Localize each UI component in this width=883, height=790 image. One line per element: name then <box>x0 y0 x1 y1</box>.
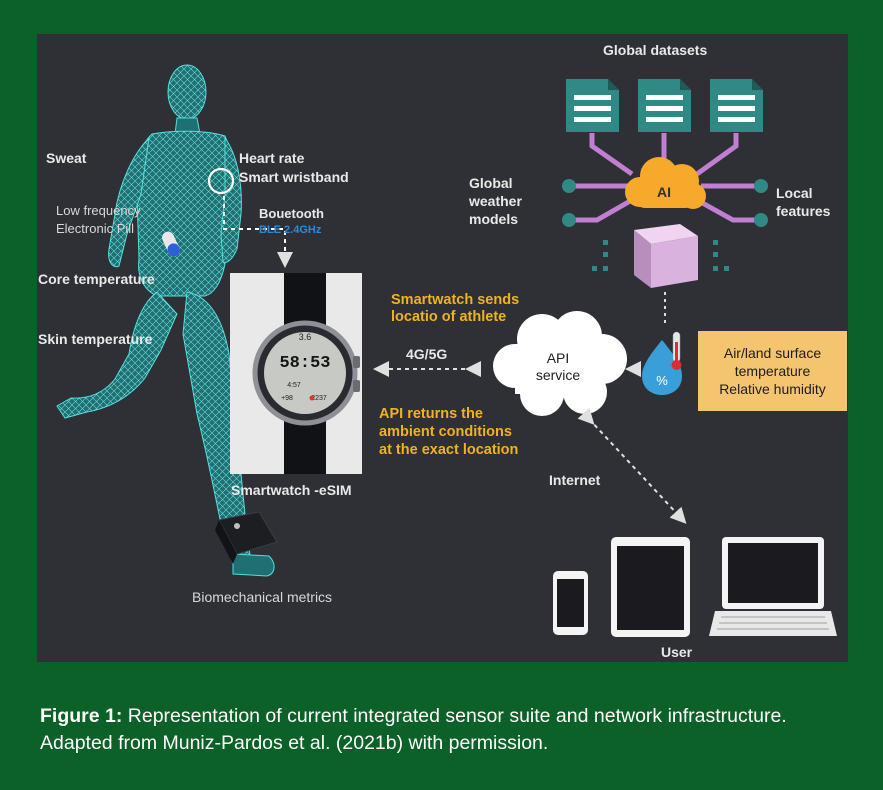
label-electronic-pill: Electronic Pill <box>56 221 135 236</box>
watch-value-3: 2237 <box>311 395 327 402</box>
foot-sensor-icon <box>215 511 278 564</box>
caption-text: Representation of current integrated sen… <box>40 705 787 754</box>
label-global-weather-models: Global weather models <box>469 175 522 227</box>
watch-value-1: 4:57 <box>287 382 301 389</box>
env-line-1: Air/land surface <box>723 345 822 361</box>
tablet-icon <box>611 537 690 637</box>
watch-value-2: +98 <box>281 395 293 402</box>
dataset-file-icon-3 <box>710 79 763 132</box>
electronic-pill-icon <box>162 231 180 257</box>
env-line-2: temperature <box>734 363 811 379</box>
label-ble: BLE 2.4GHz <box>259 224 322 236</box>
label-smartwatch-esim: Smartwatch -eSIM <box>231 482 352 498</box>
label-core-temperature: Core temperature <box>38 271 155 287</box>
api-cloud <box>493 311 627 416</box>
label-heart-rate: Heart rate <box>239 150 305 166</box>
dataset-file-icon-1 <box>566 79 619 132</box>
label-api-service: API service <box>535 350 581 383</box>
data-cube-icon <box>634 224 698 288</box>
diagram-panel: 3.6 58:53 4:57 +98 2237 <box>37 34 848 662</box>
internet-arrow <box>577 407 687 524</box>
circuit-lines <box>575 133 755 223</box>
label-user: User <box>661 644 693 660</box>
ai-cloud-icon <box>625 157 706 209</box>
label-global-datasets: Global datasets <box>603 42 708 58</box>
label-sweat: Sweat <box>46 150 87 166</box>
athlete-wireframe <box>56 64 275 577</box>
watch-time: 58:53 <box>279 354 330 373</box>
label-smart-wristband: Smart wristband <box>239 169 349 185</box>
circuit-node-right-1 <box>754 179 768 193</box>
env-line-3: Relative humidity <box>719 381 826 397</box>
label-low-frequency: Low frequency <box>56 203 141 218</box>
watch-top-value: 3.6 <box>299 332 312 342</box>
svg-text:%: % <box>656 373 668 388</box>
phone-icon <box>553 571 588 635</box>
label-local-features: Local features <box>776 185 831 219</box>
smartwatch-image: 3.6 58:53 4:57 +98 2237 <box>230 273 362 474</box>
label-internet: Internet <box>549 472 601 488</box>
cube-dots <box>592 240 729 271</box>
label-bluetooth: Bouetooth <box>259 206 324 221</box>
dataset-file-icon-2 <box>638 79 691 132</box>
label-skin-temperature: Skin temperature <box>38 331 153 347</box>
wristband-marker <box>207 167 235 195</box>
bluetooth-arrow <box>223 196 293 268</box>
dataset-icons <box>566 79 763 132</box>
diagram-graphics: 3.6 58:53 4:57 +98 2237 <box>56 64 837 637</box>
circuit-node-left-2 <box>562 213 576 227</box>
laptop-icon <box>709 537 837 636</box>
circuit-node-right-2 <box>754 213 768 227</box>
caption-label: Figure 1: <box>40 705 123 727</box>
label-smartwatch-sends: Smartwatch sends locatio of athlete <box>391 292 520 325</box>
label-network: 4G/5G <box>406 346 448 362</box>
circuit-node-left-1 <box>562 179 576 193</box>
ai-label: AI <box>657 184 671 200</box>
figure-caption: Figure 1: Representation of current inte… <box>40 703 840 757</box>
label-api-returns: API returns the ambient conditions at th… <box>379 406 519 458</box>
humidity-thermometer-icon: % <box>642 331 682 395</box>
label-biomechanical-metrics: Biomechanical metrics <box>192 589 333 605</box>
environment-conditions-box: Air/land surface temperature Relative hu… <box>698 331 847 411</box>
